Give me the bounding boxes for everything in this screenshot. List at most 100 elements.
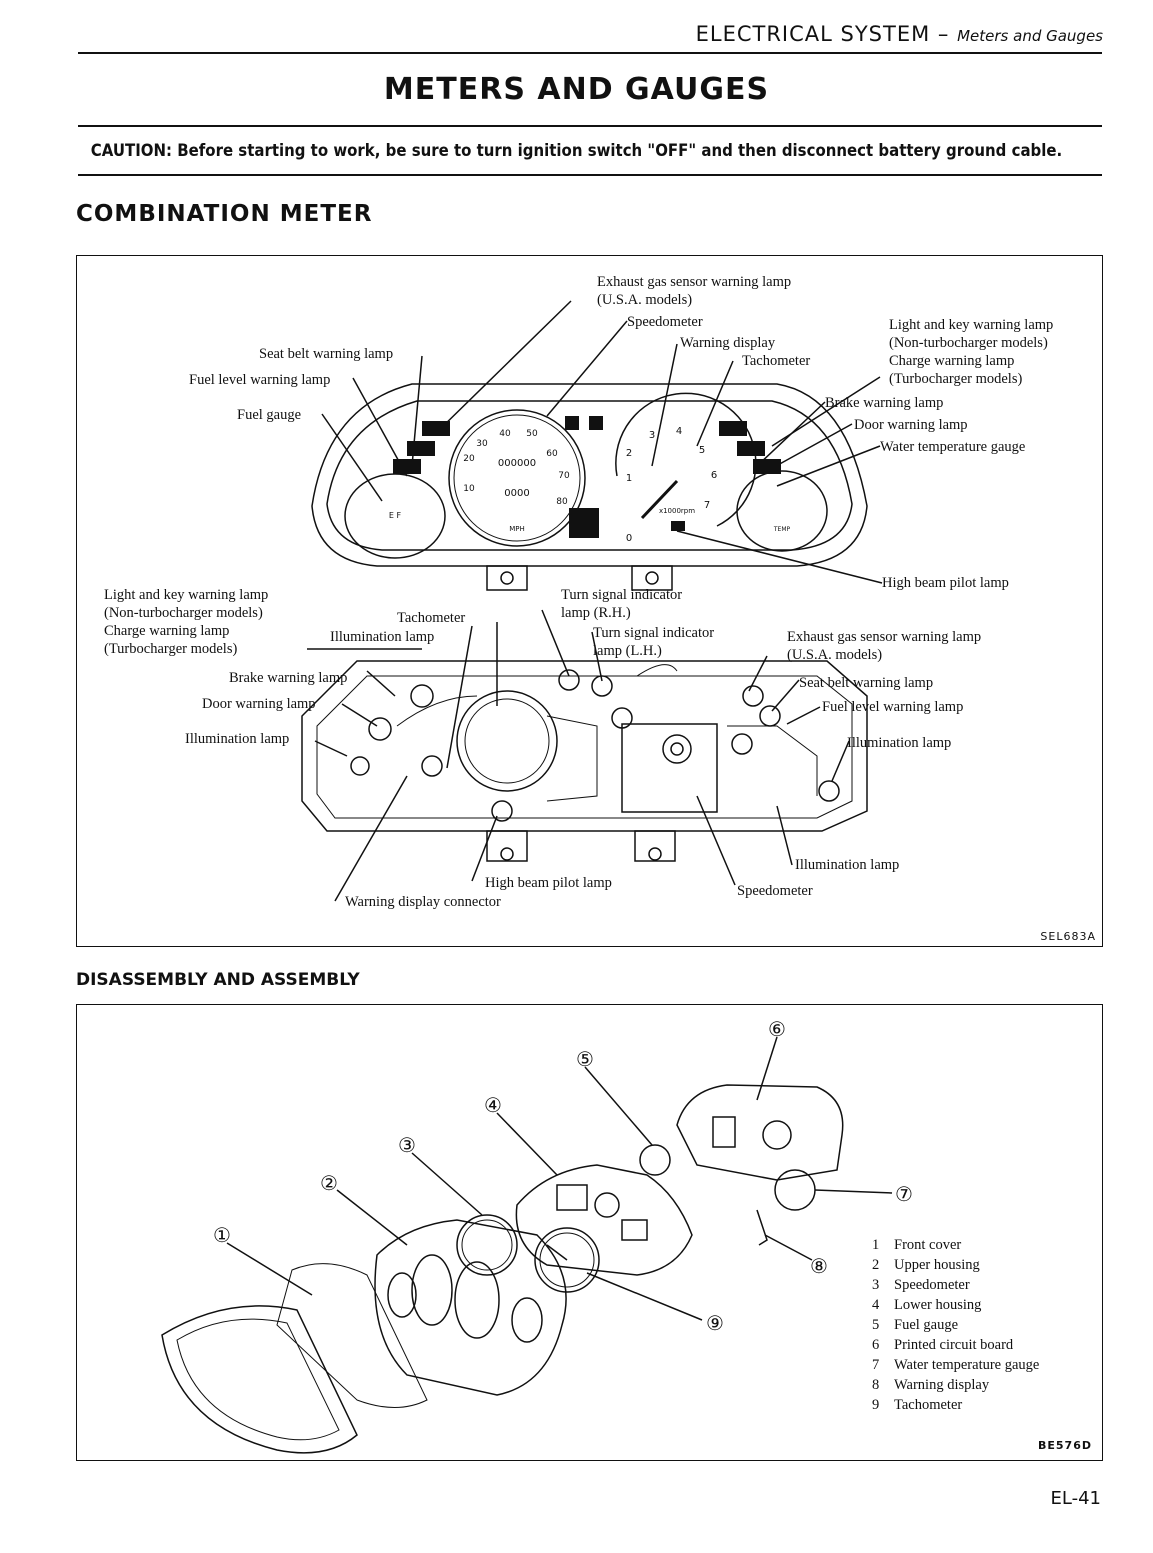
callout-9: ⑨	[706, 1311, 724, 1335]
figure-combination-meter: 10 20 30 40 50 60 70 80 000000 0000 MPH …	[76, 255, 1103, 947]
header-sub: Meters and Gauges	[957, 27, 1103, 45]
fuel-gauge-part	[639, 1144, 671, 1176]
water-temp-gauge-part	[774, 1169, 816, 1211]
rear-speedo-hole	[456, 690, 558, 792]
upper-housing-part	[374, 1219, 567, 1396]
tachometer-dial	[615, 392, 757, 527]
tacho-unit: x1000rpm	[659, 507, 695, 515]
label-door-front: Door warning lamp	[854, 417, 968, 433]
label-high-beam-front: High beam pilot lamp	[882, 575, 1009, 591]
header-rule	[78, 52, 1102, 54]
label-light-key-rear: Light and key warning lamp (Non-turbocha…	[104, 587, 269, 657]
tacho-num-3: 3	[649, 430, 655, 441]
tachometer-part	[534, 1227, 600, 1293]
meter-rear-body	[301, 660, 868, 832]
section-heading-combination-meter: COMBINATION METER	[76, 201, 373, 227]
rear-tab-right	[634, 830, 676, 862]
label-tachometer-rear: Tachometer	[397, 610, 466, 626]
label-illumination-left: Illumination lamp	[185, 731, 290, 747]
label-speedometer-front: Speedometer	[627, 314, 703, 330]
label-tachometer-front: Tachometer	[742, 353, 811, 369]
header-main: ELECTRICAL SYSTEM	[695, 22, 931, 46]
label-seat-belt-front: Seat belt warning lamp	[259, 346, 394, 362]
temp-gauge-mark: TEMP	[773, 526, 791, 533]
figure-code-sel683a: SEL683A	[1040, 930, 1096, 943]
speedo-num-80: 80	[556, 497, 568, 507]
trip-readout: 0000	[504, 488, 529, 499]
speedo-num-50: 50	[526, 429, 538, 439]
running-header: ELECTRICAL SYSTEM – Meters and Gauges	[696, 22, 1103, 46]
figure-code-be576d: BE576D	[1038, 1439, 1092, 1452]
label-water-temp: Water temperature gauge	[880, 439, 1026, 455]
label-high-beam-rear: High beam pilot lamp	[485, 875, 612, 891]
tacho-zero: 0	[626, 533, 632, 544]
callout-2: ②	[320, 1171, 338, 1195]
odometer-readout: 000000	[498, 458, 536, 469]
tacho-num-6: 6	[711, 470, 717, 481]
callout-4: ④	[484, 1093, 502, 1117]
temp-gauge-dial	[736, 470, 828, 552]
combination-meter-illustration: 10 20 30 40 50 60 70 80 000000 0000 MPH …	[301, 300, 883, 902]
section-heading-disassembly: DISASSEMBLY AND ASSEMBLY	[76, 970, 360, 990]
label-illumination-right: Illumination lamp	[847, 735, 952, 751]
mount-hole-right	[645, 571, 659, 585]
callout-1: ①	[213, 1223, 231, 1247]
label-fuel-level-rear: Fuel level warning lamp	[822, 699, 964, 715]
speedo-num-60: 60	[546, 449, 558, 459]
label-light-key-front: Light and key warning lamp (Non-turbocha…	[889, 317, 1054, 387]
label-exhaust-rear: Exhaust gas sensor warning lamp (U.S.A. …	[787, 629, 982, 663]
callout-8: ⑧	[810, 1254, 828, 1278]
label-brake-rear: Brake warning lamp	[229, 670, 348, 686]
label-warning-connector: Warning display connector	[345, 894, 501, 910]
label-illumination-bottom: Illumination lamp	[795, 857, 900, 873]
meter-inner-frame	[326, 400, 853, 551]
meter-bezel	[311, 383, 868, 567]
speedo-num-40: 40	[499, 429, 511, 439]
label-fuel-level-front: Fuel level warning lamp	[189, 372, 331, 388]
tacho-num-5: 5	[699, 445, 705, 456]
label-warning-display: Warning display	[680, 335, 776, 351]
circuit-board-part	[676, 1084, 844, 1181]
rear-tab-left	[486, 830, 528, 862]
figure-disassembly: ① ② ③ ④ ⑤ ⑥ ⑦ ⑧ ⑨ BE576D	[76, 1004, 1103, 1461]
speedo-num-70: 70	[558, 471, 570, 481]
label-brake-front: Brake warning lamp	[825, 395, 944, 411]
speedo-num-20: 20	[463, 454, 475, 464]
title-rule	[78, 125, 1102, 127]
lower-housing-part	[515, 1164, 693, 1276]
speedo-num-10: 10	[463, 484, 475, 494]
speedometer-dial	[448, 409, 586, 547]
label-speedometer-rear: Speedometer	[737, 883, 813, 899]
tacho-num-1: 1	[626, 473, 632, 484]
label-turn-lh: Turn signal indicator lamp (L.H.)	[593, 625, 715, 659]
speedo-num-30: 30	[476, 439, 488, 449]
mount-tab-right	[631, 565, 673, 591]
callout-6: ⑥	[768, 1017, 786, 1041]
mount-hole-left	[500, 571, 514, 585]
caution-note: CAUTION: Before starting to work, be sur…	[90, 141, 1063, 161]
fuel-gauge-mark: E F	[389, 511, 402, 520]
page-title: METERS AND GAUGES	[383, 72, 770, 107]
exploded-view-illustration: ① ② ③ ④ ⑤ ⑥ ⑦ ⑧ ⑨	[161, 1017, 913, 1454]
tacho-num-2: 2	[626, 448, 632, 459]
label-fuel-gauge: Fuel gauge	[237, 407, 302, 423]
callout-7: ⑦	[895, 1182, 913, 1206]
label-exhaust-front: Exhaust gas sensor warning lamp (U.S.A. …	[597, 274, 792, 308]
header-separator: –	[930, 22, 958, 46]
callout-3: ③	[398, 1133, 416, 1157]
rear-tacho-board	[621, 723, 718, 813]
label-door-rear: Door warning lamp	[202, 696, 316, 712]
front-cover-part	[161, 1305, 358, 1454]
tacho-num-7: 7	[704, 500, 710, 511]
label-turn-rh: Turn signal indicator lamp (R.H.)	[561, 587, 683, 621]
tacho-num-4: 4	[676, 426, 682, 437]
warning-display-part	[756, 1209, 768, 1246]
